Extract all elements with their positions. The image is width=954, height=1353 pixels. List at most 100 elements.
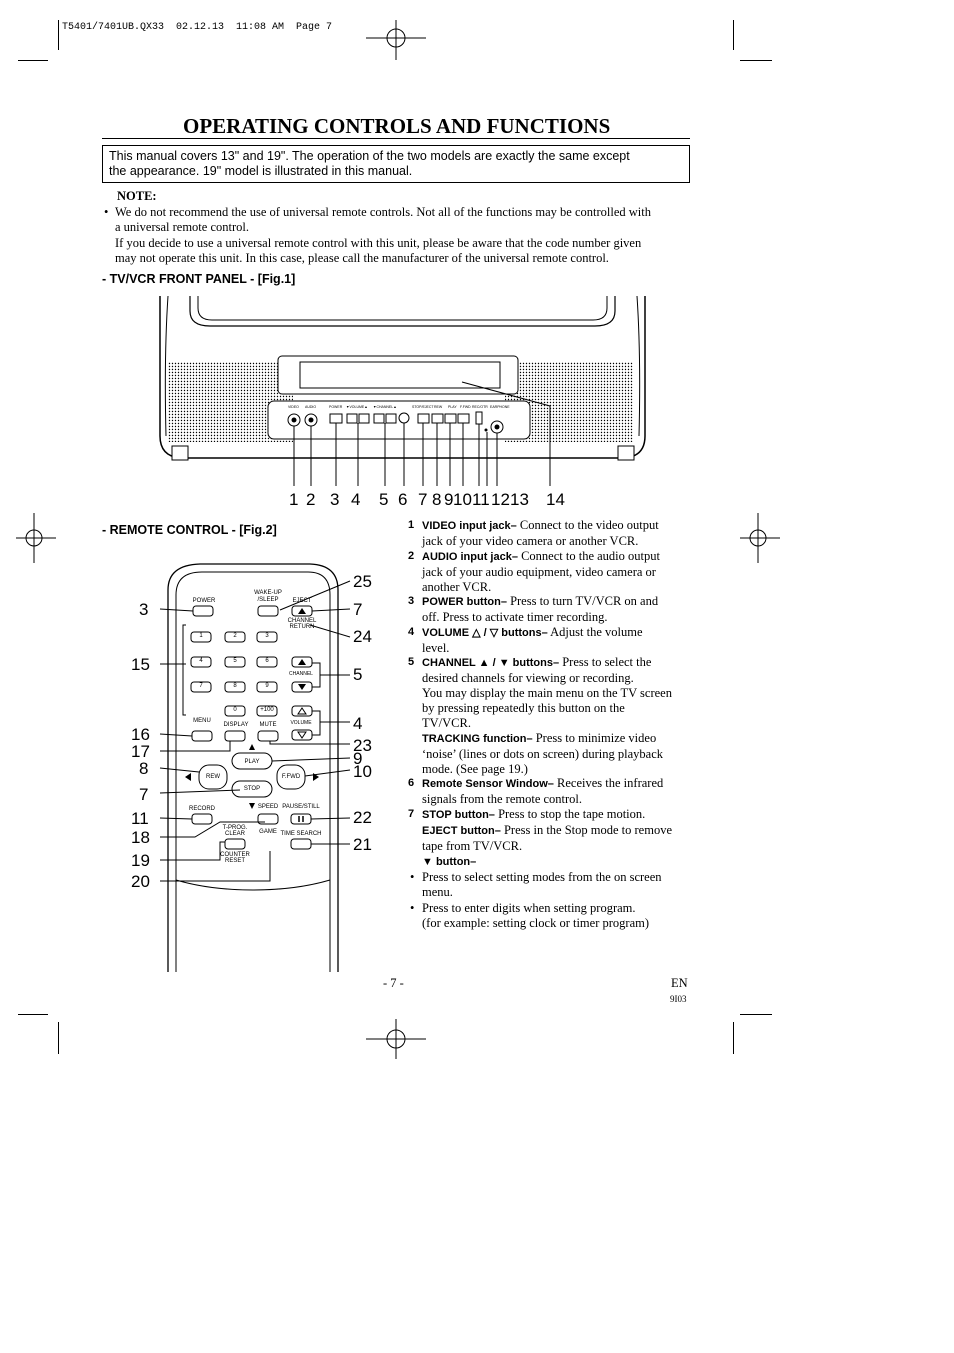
remote-label-stop: STOP [243,786,261,792]
item-text: by pressing repeatedly this button on th… [422,701,625,715]
remote-key-2: 2 [233,633,237,639]
remote-control-figure [159,563,351,972]
remote-key-1: 1 [199,633,203,639]
remote-key-5: 5 [233,658,237,664]
callout-number: 25 [353,572,372,591]
remote-label-record: RECORD [188,806,215,812]
item-heading: CHANNEL ▲ / ▼ buttons– [422,657,560,669]
callout-number: 18 [131,828,150,847]
item-heading: ▼ button– [422,856,477,868]
document-code: 9I03 [670,994,687,1004]
note-text: We do not recommend the use of universal… [115,205,652,219]
callout-number: 4 [351,490,361,509]
item-number: 6 [408,777,415,789]
item-text: Press to turn TV/VCR on and [506,594,659,608]
callout-number: 6 [398,490,408,509]
callout-number: 2 [306,490,316,509]
registration-mark [366,20,426,60]
item-heading: POWER button– [422,596,507,608]
panel-label: VIDEO [288,405,299,409]
crop-mark [733,1022,734,1054]
item-number: 4 [408,626,415,638]
remote-label-channel-return: CHANNEL [287,618,317,624]
remote-key-6: 6 [265,658,269,664]
callout-number: 5 [379,490,389,509]
description-bullet: • Press to select setting modes from the… [408,870,693,900]
item-text: Press to select the [559,655,652,669]
remote-key-7: 7 [199,683,203,689]
callout-number: 3 [139,600,149,619]
crop-mark [18,1014,48,1015]
remote-label-channel: CHANNEL [289,671,313,677]
item-text: Connect to the audio output [517,549,660,563]
item-text: another VCR. [422,580,492,594]
callout-number: 14 [546,490,565,509]
callout-number: 21 [353,835,372,854]
callout-number: 8 [139,759,149,778]
remote-label-clear: CLEAR [224,831,245,837]
callout-number: 11 [472,490,490,509]
remote-key-8: 8 [233,683,237,689]
item-text: jack of your audio equipment, video came… [422,565,656,579]
callout-number: 10 [353,762,372,781]
item-text: Connect to the video output [516,518,659,532]
page-title: OPERATING CONTROLS AND FUNCTIONS [183,114,611,138]
description-item: EJECT button– Press in the Stop mode to … [408,823,693,854]
item-number: 1 [408,519,415,531]
remote-label-display: DISPLAY [223,722,249,728]
note-paragraph: If you decide to use a universal remote … [115,236,695,266]
fig1-heading: - TV/VCR FRONT PANEL - [Fig.1] [102,272,296,286]
item-number: 2 [408,550,415,562]
item-number: 5 [408,656,415,668]
callout-number: 8 [432,490,442,509]
item-text: tape from TV/VCR. [422,839,523,853]
remote-key-0: 0 [233,707,237,713]
item-number: 3 [408,595,415,607]
callout-number: 17 [131,742,150,761]
remote-label-power: POWER [192,598,216,604]
note-text: If you decide to use a universal remote … [115,236,642,250]
callout-number: 4 [353,714,363,733]
item-text: off. Press to activate timer recording. [422,610,608,624]
item-text: mode. (See page 19.) [422,762,528,776]
callout-number: 5 [353,665,363,684]
panel-label: ▼CHANNEL▲ [373,405,397,409]
callout-number: 7 [353,600,363,619]
bullet-text: Press to enter digits when setting progr… [422,901,636,915]
item-text: Adjust the volume [547,625,643,639]
remote-label-rew: REW [206,774,220,780]
remote-key-plus100: +100 [260,707,274,713]
crop-mark [18,60,48,61]
callout-number: 7 [418,490,428,509]
item-text: level. [422,641,450,655]
callout-number: 9 [353,749,363,768]
item-text: TV/VCR. [422,716,471,730]
tv-front-panel-figure [159,296,646,486]
bullet-dot: • [410,901,415,915]
bullet-dot: • [410,870,415,884]
callout-number: 19 [131,851,150,870]
item-text: ‘noise’ (lines or dots on screen) during… [422,747,664,761]
language-code: EN [671,976,688,990]
panel-label: F.FWD [460,405,471,409]
item-text: desired channels for viewing or recordin… [422,671,634,685]
item-heading: EJECT button– [422,825,501,837]
callout-number: 3 [330,490,340,509]
file-slug: T5401/7401UB.QX33 02.12.13 11:08 AM Page… [62,22,333,33]
item-text: jack of your video camera or another VCR… [422,534,639,548]
item-heading: VIDEO input jack– [422,520,517,532]
bullet-text: Press to select setting modes from the o… [422,870,662,884]
crop-mark [740,1014,772,1015]
callout-number: 22 [353,808,372,827]
item-heading: TRACKING function– [422,733,533,745]
registration-mark [16,513,56,563]
remote-label-volume: VOLUME [290,720,312,726]
remote-label-game: GAME [259,829,277,835]
note-bullet: We do not recommend the use of universal… [115,205,695,235]
remote-label-counter: COUNTER [220,852,250,858]
registration-mark [740,513,780,563]
callout-number: 9 [444,490,454,509]
remote-label-tprog: T-PROG. [222,825,248,831]
description-item: 1 VIDEO input jack– Connect to the video … [408,518,693,549]
